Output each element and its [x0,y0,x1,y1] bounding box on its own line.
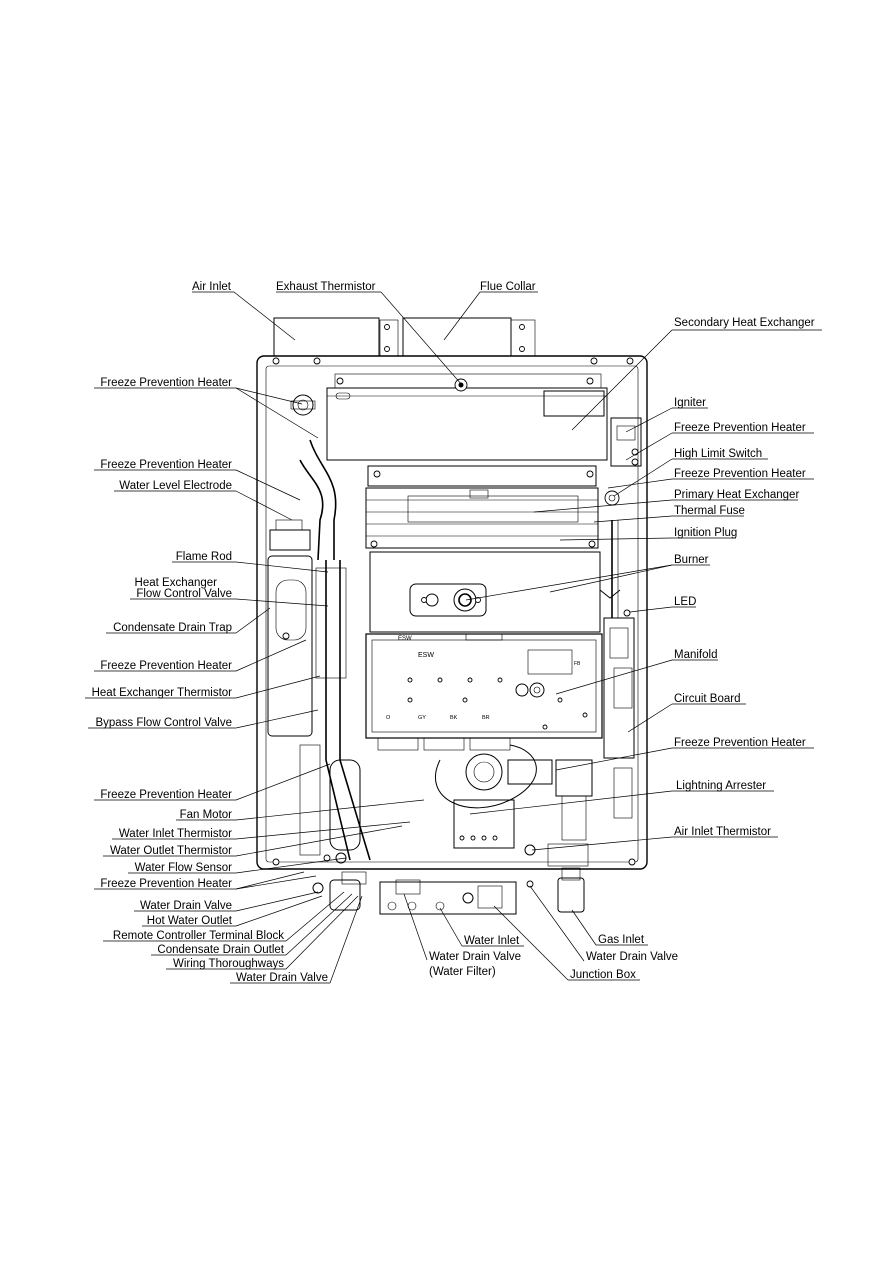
label-flame-rod: Flame Rod [176,551,232,563]
board-text-conn-bk: BK [450,715,458,721]
label-water-inlet: Water Inlet [464,935,520,947]
label-water-drain-valve-filter-2: (Water Filter) [429,966,496,978]
label-condensate-drain-outlet: Condensate Drain Outlet [157,944,284,956]
label-circuit-board: Circuit Board [674,693,740,705]
board-text-esw: ESW [418,652,434,659]
label-ignition-plug: Ignition Plug [674,527,737,539]
label-heat-exchanger-flow-control-valve-2: Flow Control Valve [136,588,232,600]
leader-lines [233,291,673,984]
labels: Air Inlet Exhaust Thermistor Flue Collar… [85,281,822,984]
board-text-esw-top: ESW [398,636,412,642]
burner-box [369,551,601,633]
board-text-conn-0: O [386,715,391,721]
label-water-outlet-thermistor: Water Outlet Thermistor [110,845,232,857]
label-water-drain-valve-filter-1: Water Drain Valve [429,951,521,963]
label-water-flow-sensor: Water Flow Sensor [135,862,233,874]
label-air-inlet: Air Inlet [192,281,232,293]
label-secondary-heat-exchanger: Secondary Heat Exchanger [674,317,815,329]
label-heat-exchanger-flow-control-valve-1: Heat Exchanger [135,577,218,589]
label-hot-water-outlet: Hot Water Outlet [147,915,233,927]
air-inlet-duct [273,317,399,357]
label-freeze-prevention-heater-8: Freeze Prevention Heater [100,878,232,890]
label-water-level-electrode: Water Level Electrode [119,480,232,492]
label-freeze-prevention-heater-3: Freeze Prevention Heater [100,459,232,471]
label-manifold: Manifold [674,649,717,661]
label-water-inlet-thermistor: Water Inlet Thermistor [119,828,232,840]
label-lightning-arrester: Lightning Arrester [676,780,766,792]
label-freeze-prevention-heater-6: Freeze Prevention Heater [674,737,806,749]
igniter-part [610,417,642,467]
label-thermal-fuse: Thermal Fuse [674,505,745,517]
label-primary-heat-exchanger: Primary Heat Exchanger [674,489,799,501]
label-remote-controller-terminal-block: Remote Controller Terminal Block [113,930,284,942]
right-panel [599,520,635,819]
fan-motor-part [434,744,553,849]
label-flue-collar: Flue Collar [480,281,536,293]
freeze-heater-knob [290,394,316,416]
label-freeze-prevention-heater-1: Freeze Prevention Heater [100,377,232,389]
high-limit-switch-part [604,490,620,506]
primary-heat-exchanger [365,465,599,549]
label-fan-motor: Fan Motor [180,809,233,821]
label-bypass-flow-control-valve: Bypass Flow Control Valve [95,717,232,729]
label-wiring-thoroughways: Wiring Thoroughways [173,958,284,970]
left-plumbing [267,439,371,864]
board-text-conn-gy: GY [418,715,426,721]
label-high-limit-switch: High Limit Switch [674,448,762,460]
outer-casing [256,355,648,870]
board-text-conn-br: BR [482,715,490,721]
label-junction-box: Junction Box [570,969,636,981]
label-igniter: Igniter [674,397,706,409]
board-text-fb: FB [574,661,581,667]
label-freeze-prevention-heater-4: Freeze Prevention Heater [674,468,806,480]
circuit-board-part: ESW ESW FB O GY BK BR [365,633,603,751]
label-burner: Burner [674,554,709,566]
label-heat-exchanger-thermistor: Heat Exchanger Thermistor [92,687,233,699]
label-exhaust-thermistor: Exhaust Thermistor [276,281,376,293]
label-freeze-prevention-heater-5: Freeze Prevention Heater [100,660,232,672]
label-water-drain-valve-1: Water Drain Valve [140,900,232,912]
label-gas-inlet: Gas Inlet [598,934,645,946]
label-freeze-prevention-heater-2: Freeze Prevention Heater [674,422,806,434]
label-air-inlet-thermistor: Air Inlet Thermistor [674,826,771,838]
label-water-drain-valve-2: Water Drain Valve [236,972,328,984]
label-led: LED [674,596,696,608]
label-water-drain-valve-3: Water Drain Valve [586,951,678,963]
secondary-heat-exchanger [326,373,608,461]
flue-collar-duct [402,317,536,357]
unit-drawing: ESW ESW FB O GY BK BR [256,317,648,915]
bottom-fittings [312,867,585,915]
label-freeze-prevention-heater-7: Freeze Prevention Heater [100,789,232,801]
label-condensate-drain-trap: Condensate Drain Trap [113,622,232,634]
